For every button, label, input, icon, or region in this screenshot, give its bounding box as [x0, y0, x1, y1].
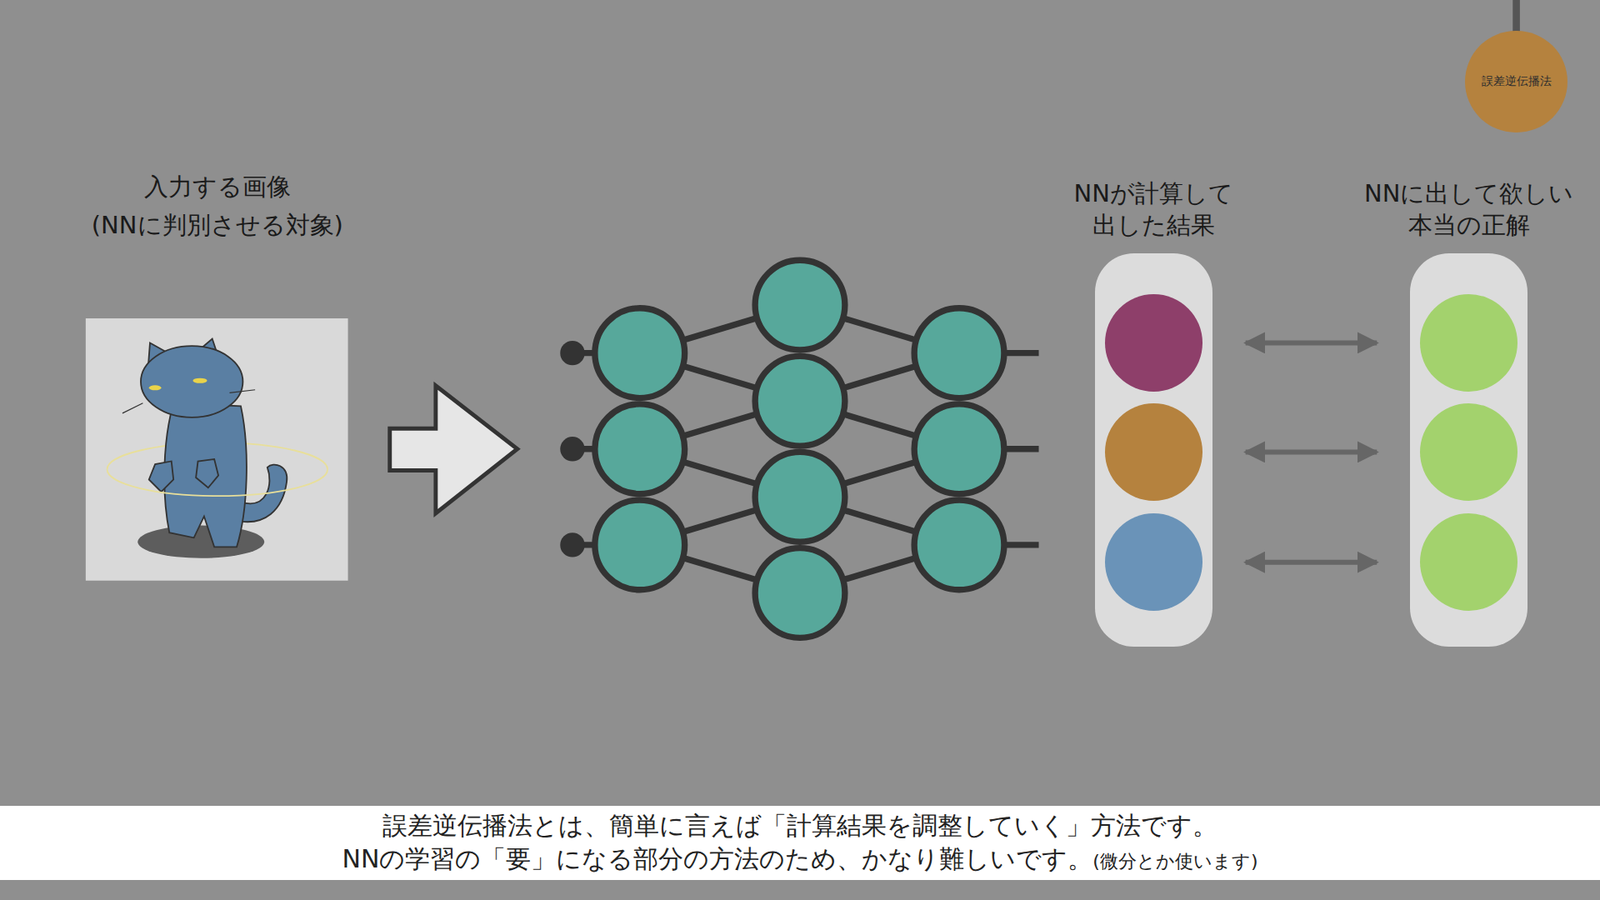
value-dot: [1105, 294, 1204, 393]
cat-body: [164, 403, 247, 548]
topic-badge: 誤差逆伝播法: [1465, 30, 1567, 133]
cat-eye: [149, 385, 162, 390]
hoop-front: [107, 469, 328, 496]
output-panel: NNが計算して 出した結果: [1095, 253, 1213, 648]
cat-whisker: [122, 403, 143, 414]
caption-note: (微分とか使います): [1092, 849, 1258, 875]
cat-head: [140, 345, 243, 418]
cat-whisker: [230, 390, 256, 394]
compare-arrow: [1245, 560, 1378, 565]
target-panel: NNに出して欲しい 本当の正解: [1410, 253, 1528, 648]
input-terminals: [560, 340, 585, 558]
flow-arrow: [390, 385, 518, 514]
compare-arrow: [1245, 449, 1378, 455]
value-dot: [1105, 513, 1204, 612]
compare-arrow: [1245, 340, 1378, 345]
image-subheading: (NNに判別させる対象): [91, 209, 344, 242]
panel-heading: NNが計算して 出した結果: [1068, 178, 1240, 241]
value-dot: [1105, 403, 1204, 502]
badge-label: 誤差逆伝播法: [1481, 74, 1552, 90]
hanger-line: [1512, 0, 1520, 35]
caption-line: 誤差逆伝播法とは、簡単に言えば「計算結果を調整していく」方法です。: [382, 809, 1218, 844]
panel-heading: NNに出して欲しい 本当の正解: [1360, 178, 1579, 241]
caption-bar: 誤差逆伝播法とは、簡単に言えば「計算結果を調整していく」方法です。NNの学習の「…: [0, 805, 1600, 880]
image-heading: 入力する画像: [144, 171, 291, 205]
cat-paw: [149, 460, 174, 492]
picture-frame: [85, 318, 349, 581]
caption-line: NNの学習の「要」になる部分の方法のため、かなり難しいです。: [341, 842, 1093, 877]
cat-paw: [195, 459, 219, 488]
cat-picture: [85, 318, 349, 581]
network-neurons: [595, 260, 1005, 638]
value-dot: [1420, 294, 1519, 393]
cat-shadow: [137, 525, 265, 559]
cat-eye: [192, 378, 207, 384]
value-dot: [1420, 513, 1519, 612]
value-dot: [1420, 403, 1519, 502]
